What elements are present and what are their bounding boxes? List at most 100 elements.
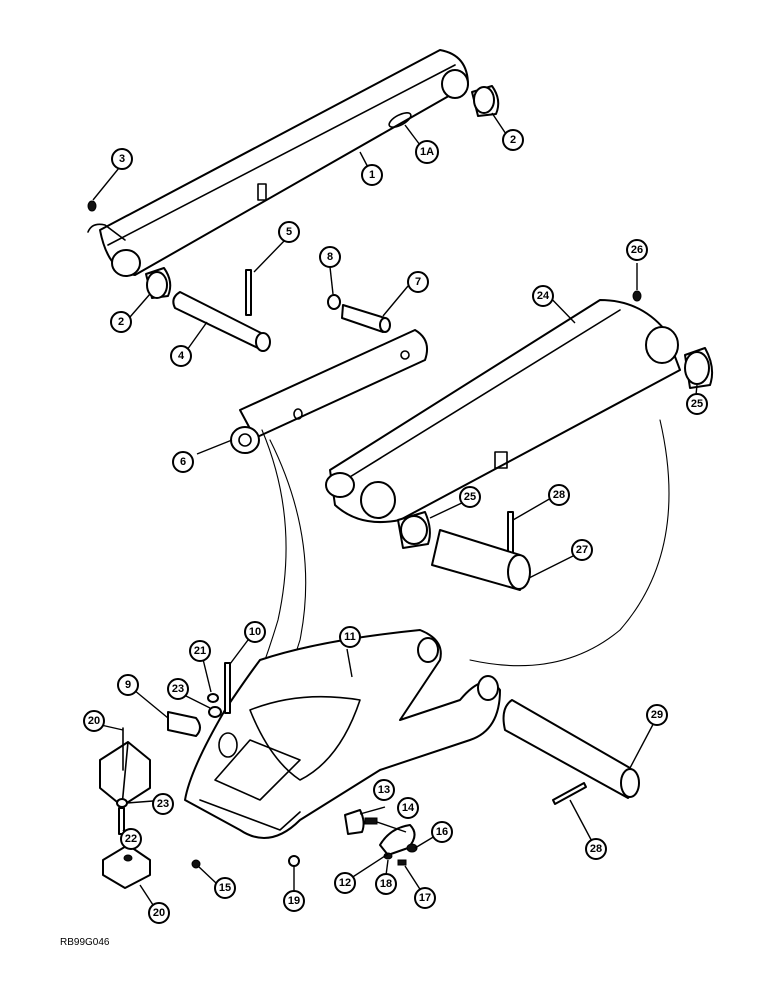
svg-text:18: 18 <box>380 878 392 890</box>
svg-text:1A: 1A <box>420 146 434 158</box>
rubber-mount-part-20-upper <box>99 727 151 807</box>
callout-27: 27 <box>571 539 593 561</box>
washer-part-21 <box>207 693 219 703</box>
callout-23: 23 <box>167 678 189 700</box>
grease-fitting-part-3 <box>87 200 97 212</box>
callout-8: 8 <box>319 246 341 268</box>
callout-1a: 1A <box>415 140 439 164</box>
figure-reference-code: RB99G046 <box>60 937 110 948</box>
svg-text:9: 9 <box>125 679 131 691</box>
callout-12: 12 <box>334 872 356 894</box>
callout-22: 22 <box>120 828 142 850</box>
svg-text:29: 29 <box>651 709 663 721</box>
bolt-part-10 <box>224 662 231 714</box>
svg-text:7: 7 <box>415 276 421 288</box>
bushing-part-25-lower <box>397 511 431 549</box>
pin-part-27 <box>431 529 531 591</box>
svg-text:25: 25 <box>691 398 703 410</box>
svg-text:16: 16 <box>436 826 448 838</box>
nut-part-23-upper <box>208 706 222 718</box>
callout-21: 21 <box>189 640 211 662</box>
svg-text:28: 28 <box>590 843 602 855</box>
svg-text:2: 2 <box>510 134 516 146</box>
callout-4: 4 <box>170 345 192 367</box>
retaining-ring-part-8 <box>327 294 341 310</box>
spacer-part-13 <box>344 809 365 835</box>
svg-text:10: 10 <box>249 626 261 638</box>
bushing-part-2-upper <box>471 85 500 117</box>
callout-11: 11 <box>339 626 361 648</box>
lower-arm-part-24 <box>325 299 681 524</box>
nut-part-19 <box>288 855 300 867</box>
svg-text:11: 11 <box>344 631 356 643</box>
svg-text:5: 5 <box>286 226 292 238</box>
nut-part-16 <box>406 843 418 853</box>
svg-text:19: 19 <box>288 895 300 907</box>
pin-part-7 <box>341 304 391 333</box>
svg-text:1: 1 <box>369 169 375 181</box>
svg-text:20: 20 <box>153 907 165 919</box>
svg-text:15: 15 <box>219 882 231 894</box>
callout-19: 19 <box>283 890 305 912</box>
callout-28: 28 <box>585 838 607 860</box>
svg-text:2: 2 <box>118 316 124 328</box>
hydraulic-hose <box>469 419 670 667</box>
svg-text:23: 23 <box>172 683 184 695</box>
roll-pin-part-28-lower <box>552 782 587 805</box>
callout-23: 23 <box>152 793 174 815</box>
svg-text:23: 23 <box>157 798 169 810</box>
callout-9: 9 <box>117 674 139 696</box>
callout-28: 28 <box>548 484 570 506</box>
bushing-part-2-lower <box>145 267 172 299</box>
callout-26: 26 <box>626 239 648 261</box>
svg-text:24: 24 <box>537 290 550 302</box>
svg-text:22: 22 <box>125 833 137 845</box>
svg-text:26: 26 <box>631 244 643 256</box>
callout-20: 20 <box>83 710 105 732</box>
callout-1: 1 <box>361 164 383 186</box>
svg-text:14: 14 <box>402 802 415 814</box>
bushing-part-25-upper <box>684 347 714 389</box>
nut-part-23-lower <box>116 798 128 808</box>
spring-part-14 <box>364 817 378 825</box>
svg-text:21: 21 <box>194 645 206 657</box>
callout-2: 2 <box>110 311 132 333</box>
callout-16: 16 <box>431 821 453 843</box>
callout-15: 15 <box>214 877 236 899</box>
pin-part-29 <box>502 699 640 799</box>
pin-part-9 <box>167 711 201 737</box>
callout-25: 25 <box>459 486 481 508</box>
hydraulic-cylinder-part-6 <box>230 329 428 454</box>
svg-text:3: 3 <box>119 153 125 165</box>
callout-7: 7 <box>407 271 429 293</box>
roll-pin-part-5 <box>245 269 252 316</box>
callout-14: 14 <box>397 797 419 819</box>
callout-6: 6 <box>172 451 194 473</box>
callout-25: 25 <box>686 393 708 415</box>
callout-18: 18 <box>375 873 397 895</box>
svg-text:6: 6 <box>180 456 186 468</box>
callout-24: 24 <box>532 285 554 307</box>
svg-text:8: 8 <box>327 251 333 263</box>
callout-17: 17 <box>414 887 436 909</box>
callout-2: 2 <box>502 129 524 151</box>
svg-text:12: 12 <box>339 877 351 889</box>
callout-29: 29 <box>646 704 668 726</box>
svg-text:17: 17 <box>419 892 431 904</box>
svg-text:25: 25 <box>464 491 476 503</box>
callout-3: 3 <box>111 148 133 170</box>
pin-part-4 <box>172 291 271 352</box>
svg-text:13: 13 <box>378 784 390 796</box>
svg-text:20: 20 <box>88 715 100 727</box>
callout-10: 10 <box>244 621 266 643</box>
roll-pin-part-28-upper <box>507 511 514 555</box>
svg-text:28: 28 <box>553 489 565 501</box>
rubber-mount-part-20-lower <box>102 844 151 889</box>
callout-5: 5 <box>278 221 300 243</box>
bolt-part-17 <box>397 859 407 866</box>
callout-13: 13 <box>373 779 395 801</box>
grease-fitting-part-26 <box>632 290 642 302</box>
svg-text:27: 27 <box>576 544 588 556</box>
callout-20: 20 <box>148 902 170 924</box>
